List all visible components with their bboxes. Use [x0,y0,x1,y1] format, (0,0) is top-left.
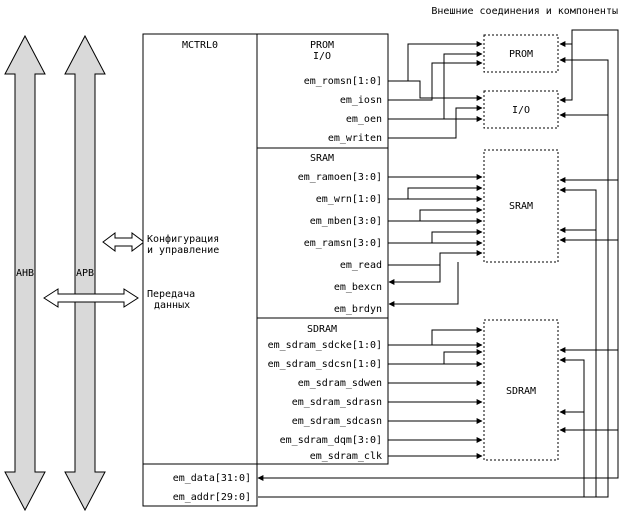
sdram-component-label: SDRAM [506,386,536,397]
signal-label: em_sdram_sdcke[1:0] [268,340,382,351]
signal-label: em_sdram_dqm[3:0] [280,435,382,446]
signal-label: em_ramsn[3:0] [304,238,382,249]
data-double-arrow [43,288,139,308]
signal-label: em_writen [328,133,382,144]
signal-label: em_addr[29:0] [173,492,251,503]
external-title: Внешние соединения и компоненты [431,6,618,17]
signal-label: em_bexcn [334,282,382,293]
signal-label: em_wrn[1:0] [316,194,382,205]
signal-label: em_sdram_sdcasn [292,416,382,427]
bus-signal-area [142,463,258,507]
sram-section-title: SRAM [310,153,334,164]
apb-bus-arrow [64,34,106,512]
ahb-label: AHB [16,268,34,279]
mctrl-box [142,33,258,507]
transfer-label-line2: данных [154,300,190,311]
prom-component-label: PROM [509,49,533,60]
io-component-label: I/O [512,105,530,116]
signal-label: em_sdram_sdrasn [292,397,382,408]
signal-label: em_mben[3:0] [310,216,382,227]
prom-io-title-line1: PROM [310,40,334,51]
signal-label: em_data[31:0] [173,473,251,484]
mctrl-title: MCTRL0 [182,40,218,51]
sdram-section-title: SDRAM [307,324,337,335]
prom-io-title-line2: I/O [313,51,331,62]
signal-label: em_read [340,260,382,271]
connection-wires [257,29,619,498]
ahb-bus-arrow [4,34,46,512]
sram-component-label: SRAM [509,201,533,212]
signal-label: em_brdyn [334,304,382,315]
signal-label: em_iosn [340,95,382,106]
signal-label: em_sdram_sdwen [298,378,382,389]
signal-label: em_sdram_clk [310,451,382,462]
config-label-line2: и управление [147,245,219,256]
signal-label: em_romsn[1:0] [304,76,382,87]
signal-label: em_ramoen[3:0] [298,172,382,183]
apb-label: APB [76,268,94,279]
config-label-line1: Конфигурация [147,233,219,245]
signal-label: em_oen [346,114,382,125]
transfer-label-line1: Передача [147,289,195,300]
config-double-arrow [102,232,145,252]
signal-label: em_sdram_sdcsn[1:0] [268,359,382,370]
